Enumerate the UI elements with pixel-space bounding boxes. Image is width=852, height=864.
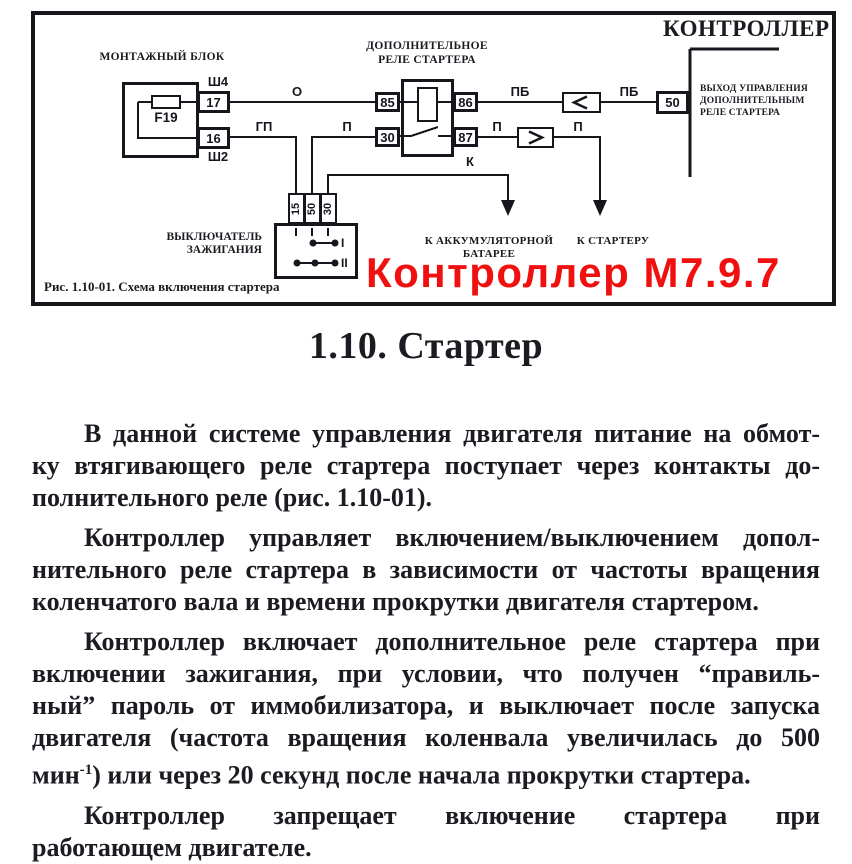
body-line: двигателя (частота вращения коленвала ув… — [32, 723, 820, 752]
fuse-symbol — [151, 95, 181, 109]
mounting-block-box — [122, 82, 199, 158]
switch-position-2-label: II — [341, 256, 348, 270]
body-line: работающем двигателе. — [32, 832, 312, 862]
contact-dot — [331, 239, 339, 247]
ignition-terminal-30-box: 30 — [320, 193, 337, 224]
body-line: ку втягивающего реле стартера поступает … — [32, 451, 820, 480]
connector-chevron-left-icon — [571, 95, 588, 110]
arrow-down-battery-icon — [501, 200, 515, 216]
contact-dot — [311, 259, 319, 267]
ignition-switch-line2: ЗАЖИГАНИЯ — [186, 244, 262, 256]
wiring-diagram-figure: МОНТАЖНЫЙ БЛОК F19 Ш4 17 16 Ш2 ДОПОЛНИТЕ… — [0, 0, 852, 310]
wire-gp-label: ГП — [255, 119, 273, 134]
wiring-lines — [137, 47, 779, 267]
controller-outline — [688, 47, 779, 177]
body-line: Контроллер включает дополнительное реле … — [84, 627, 820, 656]
section-title: 1.10. Стартер — [308, 325, 544, 367]
fuse-label: F19 — [154, 110, 178, 125]
body-text: ) или через 20 секунд после начала прокр… — [92, 760, 751, 790]
pin-30-box: 30 — [375, 127, 400, 147]
wire-gp-line — [229, 136, 297, 193]
body-line: мин-1) или через 20 секунд после начала … — [32, 754, 820, 792]
ignition-switch-label: ВЫКЛЮЧАТЕЛЬ ЗАЖИГАНИЯ — [138, 231, 262, 257]
controller-output-label: ВЫХОД УПРАВЛЕНИЯ ДОПОЛНИТЕЛЬНЫМ РЕЛЕ СТА… — [700, 83, 830, 119]
switch-position-1-label: I — [341, 236, 345, 250]
controller-watermark: Контроллер М7.9.7 — [366, 249, 781, 296]
figure-border — [31, 11, 836, 306]
ignition-terminal-15-label: 15 — [290, 202, 303, 215]
controller-output-line1: ВЫХОД УПРАВЛЕНИЯ — [700, 84, 808, 94]
ignition-terminal-50-label: 50 — [306, 202, 319, 215]
switch-terminal-ticks — [295, 228, 329, 236]
body-line: включении зажигания, при условии, что по… — [32, 659, 820, 688]
figure-caption: Рис. 1.10-01. Схема включения стартера — [44, 279, 280, 294]
pin-16-box: 16 — [197, 127, 230, 149]
body-line: полнительного реле (рис. 1.10-01). — [32, 483, 433, 512]
wire-k-line — [327, 174, 509, 200]
paragraph-1: В данной системе управления двигателя пи… — [32, 418, 820, 514]
superscript: -1 — [79, 762, 93, 778]
paragraph-4: Контроллер запрещает включение стартера … — [32, 800, 820, 864]
body-line: коленчатого вала и времени прокрутки дви… — [32, 587, 759, 616]
controller-output-line3: РЕЛЕ СТАРТЕРА — [700, 108, 781, 118]
connector-sh2-label: Ш2 — [207, 149, 229, 164]
body-line: ный” пароль от иммобилизатора, и выключа… — [32, 691, 820, 720]
relay-box — [401, 79, 454, 157]
connector-sh4-label: Ш4 — [207, 74, 229, 89]
body-text: мин — [32, 760, 80, 790]
ignition-switch-box — [274, 223, 358, 279]
ignition-terminal-30-label: 30 — [322, 202, 335, 215]
controller-label: КОНТРОЛЛЕР — [663, 16, 830, 41]
wire-p-label-1: П — [342, 119, 352, 134]
ignition-terminal-50-box: 50 — [304, 193, 321, 224]
paragraph-3: Контроллер включает дополнительное реле … — [32, 626, 820, 792]
inline-connector-p — [517, 127, 554, 148]
pin-85-box: 85 — [375, 92, 400, 112]
body-line: нительного реле стартера в зависимости о… — [32, 555, 820, 584]
connector-chevron-right-icon — [528, 130, 545, 145]
wire-o-label: О — [291, 84, 303, 99]
contact-dot — [293, 259, 301, 267]
wire-p-line-1 — [311, 136, 375, 193]
to-battery-line2: БАТАРЕЕ — [462, 248, 516, 260]
ignition-switch-line1: ВЫКЛЮЧАТЕЛЬ — [166, 231, 262, 243]
contact-dot — [331, 259, 339, 267]
contact-dot — [309, 239, 317, 247]
wire-pb-label-1: ПБ — [510, 84, 530, 99]
relay-label-line1: ДОПОЛНИТЕЛЬНОЕ — [366, 40, 488, 52]
fuse-return-wire — [137, 102, 197, 139]
controller-output-line2: ДОПОЛНИТЕЛЬНЫМ — [700, 96, 805, 106]
article: 1.10. Стартер В данной системе управлени… — [32, 324, 820, 864]
pin-86-box: 86 — [453, 92, 478, 112]
relay-coil-symbol — [417, 87, 438, 122]
pin-87-box: 87 — [453, 127, 478, 147]
relay-label-line2: РЕЛЕ СТАРТЕРА — [378, 54, 476, 66]
to-starter-label: К СТАРТЕРУ — [576, 235, 650, 247]
pin-50-box: 50 — [656, 91, 689, 114]
wire-p-label-3: П — [573, 119, 583, 134]
mounting-block-label: МОНТАЖНЫЙ БЛОК — [99, 51, 225, 63]
wire-pb-label-2: ПБ — [619, 84, 639, 99]
body-line: В данной системе управления двигателя пи… — [84, 419, 820, 448]
wire-p-label-2: П — [492, 119, 502, 134]
wire-k-label: К — [466, 154, 474, 169]
paragraph-2: Контроллер управляет включением/выключен… — [32, 522, 820, 618]
inline-connector-pb — [562, 92, 601, 113]
arrow-down-starter-icon — [593, 200, 607, 216]
body-line: Контроллер управляет включением/выключен… — [84, 523, 820, 552]
body-line: Контроллер запрещает включение стартера … — [84, 800, 820, 830]
pin-17-box: 17 — [197, 91, 230, 113]
to-battery-line1: К АККУМУЛЯТОРНОЙ — [424, 235, 554, 247]
to-battery-label: К АККУМУЛЯТОРНОЙ БАТАРЕЕ — [425, 235, 554, 261]
ignition-terminal-15-box: 15 — [288, 193, 305, 224]
wire-p-line-2 — [478, 136, 601, 200]
